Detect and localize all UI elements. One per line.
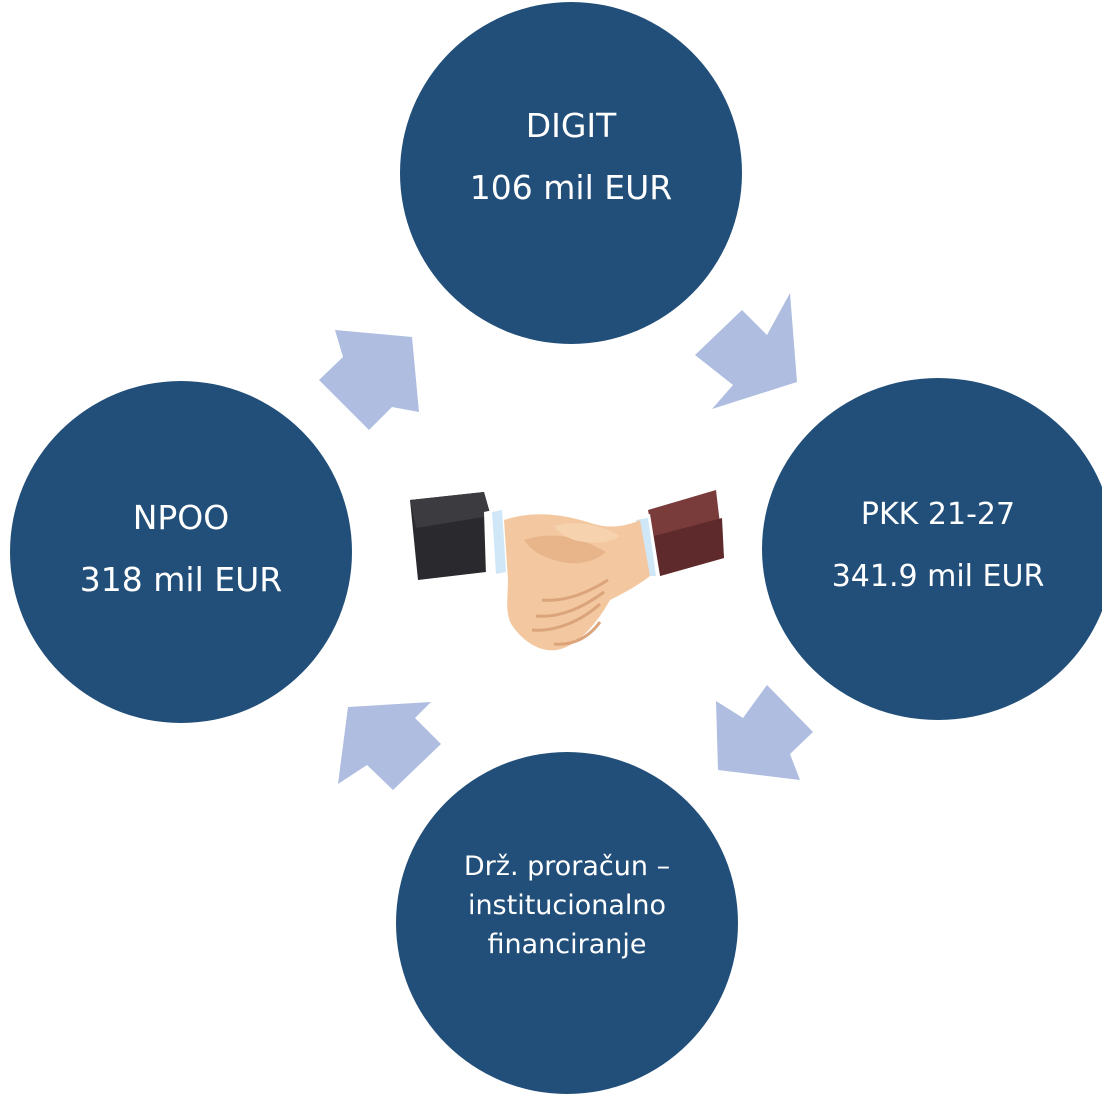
node-state-budget-line3: financiranje — [487, 928, 647, 960]
node-digit-title: DIGIT — [525, 106, 617, 145]
node-state-budget-line1: Drž. proračun – — [463, 850, 671, 882]
node-pkk-amount: 341.9 mil EUR — [831, 559, 1045, 594]
node-digit: DIGIT 106 mil EUR — [400, 2, 742, 344]
node-digit-amount: 106 mil EUR — [469, 168, 673, 207]
node-state-budget-line2: institucionalno — [467, 889, 667, 921]
node-npoo-title: NPOO — [132, 498, 230, 537]
node-pkk-title: PKK 21-27 — [860, 497, 1016, 532]
handshake-icon — [410, 490, 724, 651]
arrow-left-to-top — [319, 330, 419, 430]
node-pkk: PKK 21-27 341.9 mil EUR — [762, 378, 1102, 720]
node-npoo-amount: 318 mil EUR — [79, 560, 283, 599]
node-npoo: NPOO 318 mil EUR — [10, 381, 352, 723]
node-state-budget: Drž. proračun – institucionalno financir… — [396, 752, 738, 1094]
arrow-right-to-bottom — [716, 685, 813, 780]
arrow-bottom-to-left — [338, 702, 441, 790]
arrow-top-to-right — [695, 293, 797, 409]
